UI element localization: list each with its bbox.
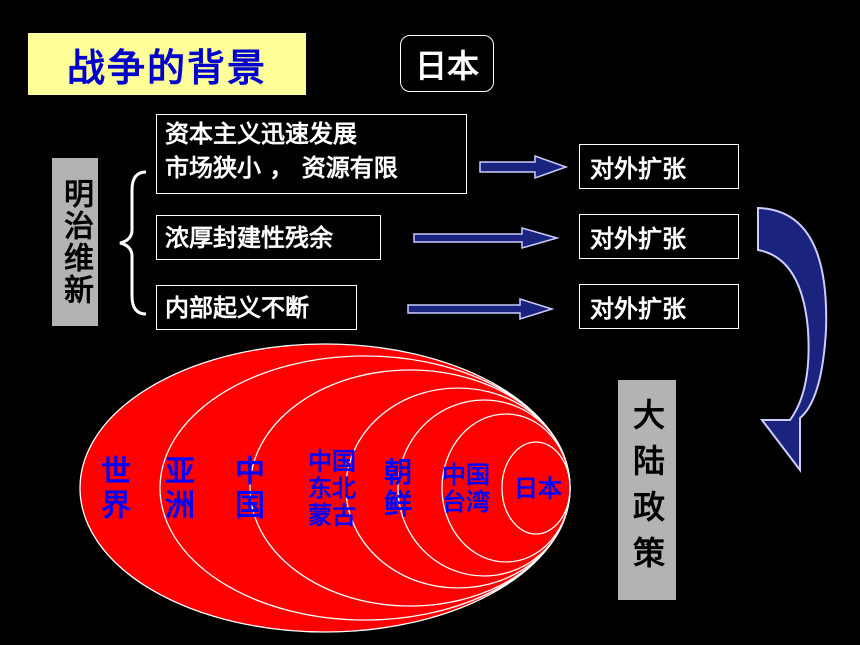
arrow-right-icon	[413, 227, 560, 249]
arrow-right-icon	[479, 154, 569, 180]
region-label: 国	[235, 488, 265, 523]
region-label: 蒙古	[308, 501, 356, 529]
region-label: 洲	[165, 488, 195, 523]
region-label: 亚	[165, 455, 195, 490]
region-label: 中	[235, 455, 265, 490]
cause-box-2: 浓厚封建性残余	[156, 215, 381, 260]
country-label: 日本	[400, 35, 494, 92]
policy-label: 大陆政策	[618, 380, 676, 600]
page-title: 战争的背景	[28, 33, 306, 95]
result-box-3: 对外扩张	[579, 284, 739, 329]
region-ellipse	[501, 441, 571, 535]
region-label: 界	[101, 488, 131, 523]
region-label: 鲜	[384, 487, 412, 520]
cause-2-line-1: 浓厚封建性残余	[165, 223, 333, 252]
region-label: 朝	[384, 456, 412, 489]
cause-1-line-2: 市场狭小 ， 资源有限	[165, 154, 398, 182]
cause-3-line-1: 内部起义不断	[165, 293, 309, 322]
region-label: 世	[101, 455, 131, 490]
arrow-right-icon	[407, 297, 555, 321]
side-label: 明治维新	[52, 158, 98, 326]
curved-arrow-icon	[757, 206, 828, 473]
brace-icon	[119, 170, 147, 316]
region-label: 东北	[308, 474, 356, 502]
cause-box-1: 资本主义迅速发展 市场狭小 ， 资源有限	[156, 114, 467, 194]
cause-1-line-1: 资本主义迅速发展	[165, 120, 357, 148]
region-label: 台湾	[442, 488, 490, 516]
result-box-2: 对外扩张	[579, 214, 739, 259]
result-box-1: 对外扩张	[579, 144, 739, 189]
region-label: 中国	[308, 448, 356, 476]
region-label: 中国	[442, 461, 490, 489]
cause-box-3: 内部起义不断	[156, 285, 357, 330]
region-label: 日本	[514, 474, 562, 502]
